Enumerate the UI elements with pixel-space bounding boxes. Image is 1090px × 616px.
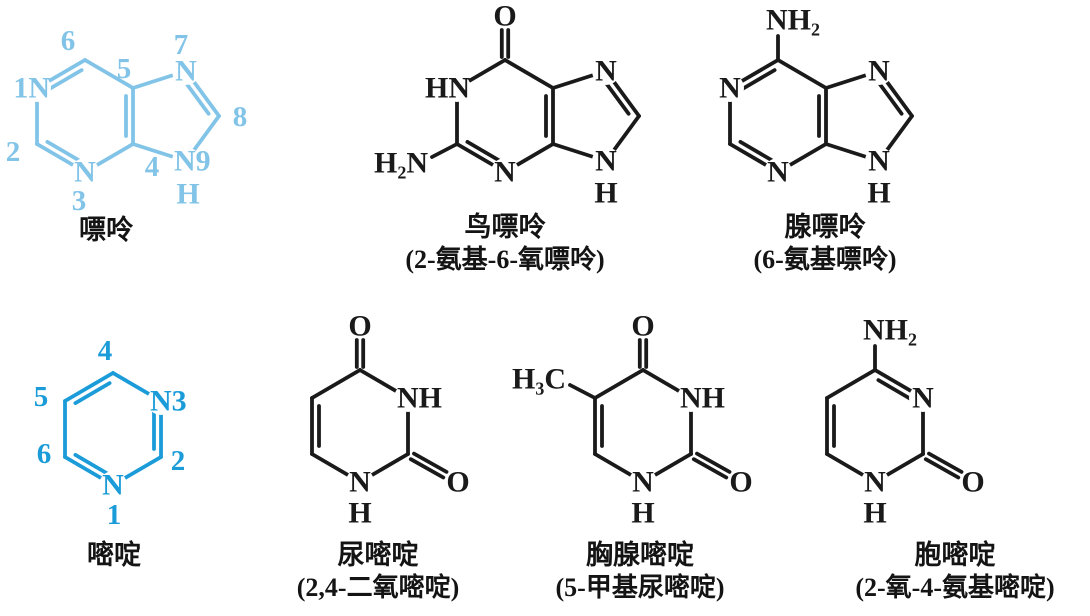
adenine-atom-labels: NH₂ N N N N H (719, 4, 891, 210)
thymine-structure-drawing: H₃C O NH O N H (512, 310, 753, 530)
guanine-atom-n3: N (494, 156, 516, 189)
purine-atom-n9: N9 (174, 145, 211, 178)
guanine-caption: 鸟嘌呤 (2-氨基-6-氧嘌呤) (375, 211, 635, 276)
purine-atom-h9: H (176, 178, 199, 211)
purine-atom-masks (23, 57, 200, 186)
cytosine-bonds (825, 344, 964, 484)
uracil-structure-drawing: O NH O N H (310, 310, 470, 530)
adenine-name: 腺嘌呤 (784, 212, 866, 242)
pyrimidine-atom-n3: N3 (150, 385, 187, 418)
purine-atom-n1: 1N (13, 72, 50, 105)
adenine-atom-masks (716, 57, 893, 186)
purine-atom-n3: N (74, 156, 96, 189)
adenine-caption: 腺嘌呤 (6-氨基嘌呤) (695, 211, 955, 276)
thymine-atom-labels: H₃C O NH O N H (512, 310, 753, 530)
cytosine-atom-masks (861, 384, 937, 496)
uracil-atom-o4: O (348, 310, 371, 343)
pyrimidine-number-6: 6 (37, 438, 52, 470)
cytosine-caption: 胞嘧啶 (2-氧-4-氨基嘧啶) (815, 539, 1090, 604)
uracil-atom-labels: O NH O N H (348, 310, 469, 530)
adenine-structure-drawing: NH₂ N N N N H (716, 4, 914, 210)
thymine-atom-masks (629, 384, 705, 496)
thymine-atom-n1: N (632, 466, 654, 499)
pyrimidine-structure-drawing: N3 N 1 2 4 5 6 (34, 335, 187, 531)
cytosine-name: 胞嘧啶 (914, 540, 996, 570)
guanine-atom-n9: N (595, 145, 617, 178)
purine-number-8: 8 (233, 101, 248, 133)
cytosine-atom-o2: O (961, 466, 984, 499)
cytosine-atom-h1: H (863, 497, 886, 530)
purine-atom-n7: N (175, 55, 197, 88)
guanine-atom-n1h: HN (425, 72, 470, 105)
pyrimidine-number-5: 5 (34, 381, 49, 413)
pyrimidine-name: 嘧啶 (87, 540, 141, 570)
guanine-atom-labels: O HN H₂N N N N H (374, 0, 618, 210)
cytosine-atom-labels: NH₂ N O N H (863, 314, 985, 530)
uracil-atom-n3h: NH (397, 382, 442, 415)
uracil-atom-o2: O (446, 466, 469, 499)
uracil-caption: 尿嘧啶 (2,4-二氧嘧啶) (268, 539, 488, 604)
guanine-amino-group: H₂N (374, 147, 428, 180)
purine-atom-labels: 1N N N N9 H 2 3 4 5 6 7 8 (6, 25, 248, 212)
thymine-atom-o4: O (631, 310, 654, 343)
guanine-atom-masks (443, 57, 620, 186)
adenine-atom-n7: N (868, 55, 890, 88)
purine-name: 嘌呤 (79, 215, 133, 245)
pyrimidine-atom-n1: N (102, 469, 124, 502)
purine-structure-drawing: 1N N N N9 H 2 3 4 5 6 7 8 (6, 25, 248, 212)
pyrimidine-number-1: 1 (107, 499, 122, 531)
adenine-atom-n9: N (868, 145, 890, 178)
thymine-atom-o2: O (729, 466, 752, 499)
guanine-atom-o6: O (493, 0, 516, 33)
uracil-atom-n1: N (349, 466, 371, 499)
purine-number-5: 5 (117, 53, 132, 85)
purine-number-7: 7 (174, 29, 189, 61)
adenine-atom-n3: N (767, 156, 789, 189)
purine-bonds (35, 58, 221, 174)
adenine-atom-n1: N (719, 72, 741, 105)
pyrimidine-atom-labels: N3 N 1 2 4 5 6 (34, 335, 187, 531)
purine-number-6: 6 (61, 25, 76, 57)
purine-number-3: 3 (72, 185, 87, 212)
guanine-structure-drawing: O HN H₂N N N N H (374, 0, 641, 210)
pyrimidine-caption: 嘧啶 (34, 539, 194, 571)
pyrimidine-bonds (63, 371, 163, 487)
cytosine-amino-group: NH₂ (863, 314, 917, 347)
purine-number-2: 2 (6, 136, 21, 168)
guanine-atom-n7: N (595, 55, 617, 88)
cytosine-structure-drawing: NH₂ N O N H (825, 314, 985, 530)
cytosine-atom-n1: N (864, 466, 886, 499)
uracil-systematic-name: (2,4-二氧嘧啶) (296, 573, 460, 602)
guanine-atom-h9: H (594, 177, 617, 210)
pyrimidine-atom-masks (99, 387, 175, 499)
uracil-atom-h1: H (348, 497, 371, 530)
pyrimidine-number-2: 2 (171, 445, 186, 477)
thymine-methyl-group: H₃C (512, 363, 566, 396)
cytosine-atom-n3: N (912, 382, 934, 415)
guanine-name: 鸟嘌呤 (464, 212, 546, 242)
adenine-amino-group: NH₂ (766, 4, 820, 37)
thymine-name: 胸腺嘧啶 (586, 540, 694, 570)
purine-number-4: 4 (145, 151, 160, 183)
thymine-caption: 胸腺嘧啶 (5-甲基尿嘧啶) (510, 539, 770, 604)
cytosine-systematic-name: (2-氧-4-氨基嘧啶) (855, 573, 1055, 602)
thymine-atom-n3h: NH (680, 382, 725, 415)
adenine-atom-h9: H (867, 177, 890, 210)
pyrimidine-number-4: 4 (98, 335, 113, 367)
thymine-systematic-name: (5-甲基尿嘧啶) (555, 573, 725, 602)
adenine-systematic-name: (6-氨基嘌呤) (753, 245, 897, 274)
guanine-systematic-name: (2-氨基-6-氧嘌呤) (405, 245, 605, 274)
thymine-atom-h1: H (631, 497, 654, 530)
uracil-atom-masks (346, 384, 422, 496)
purine-caption: 嘌呤 (26, 214, 186, 246)
uracil-name: 尿嘧啶 (337, 540, 419, 570)
